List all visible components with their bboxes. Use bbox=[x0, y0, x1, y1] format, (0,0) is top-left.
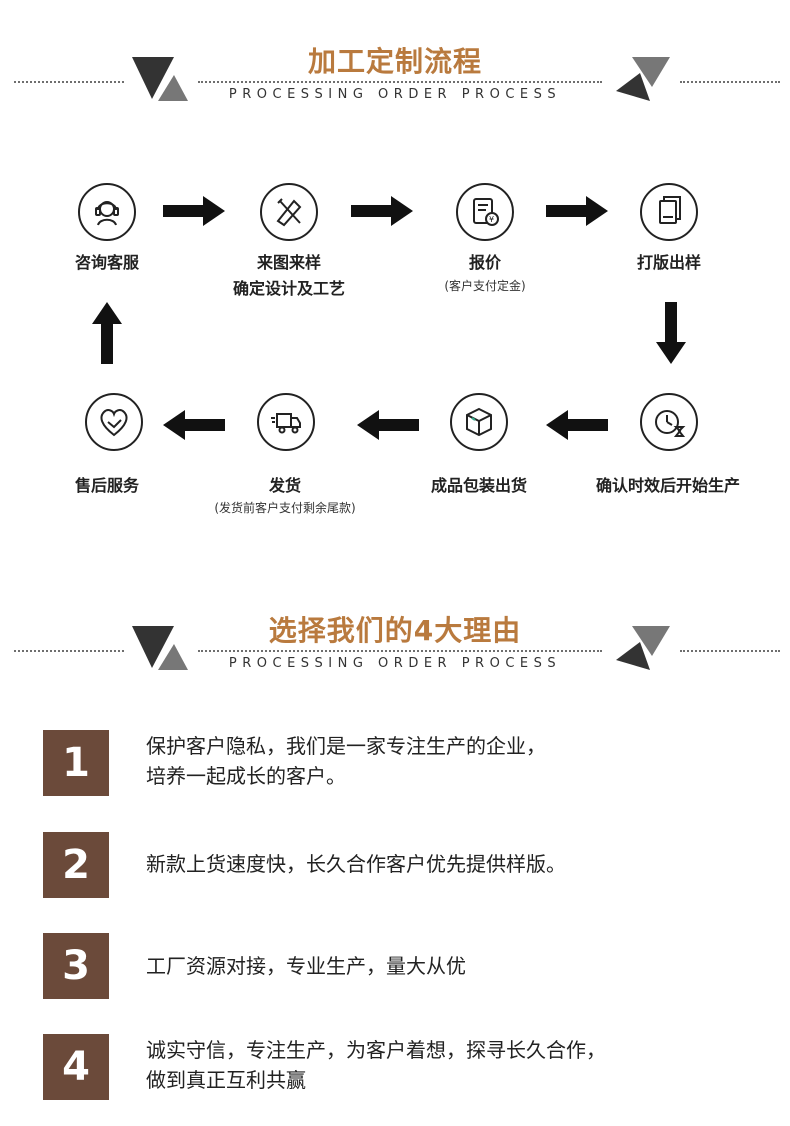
step-label-design: 来图来样 bbox=[256, 253, 321, 272]
header-dots-center-left bbox=[198, 81, 602, 83]
step-note-quote: (客户支付定金) bbox=[444, 279, 526, 293]
step-label-ship: 发货 bbox=[268, 476, 301, 495]
design-tools-icon bbox=[260, 183, 318, 241]
reason-text-3: 工厂资源对接，专业生产，量大从优 bbox=[146, 951, 746, 981]
section-title-reasons: 选择我们的4大理由 bbox=[268, 614, 522, 647]
reason-text-1: 保护客户隐私，我们是一家专注生产的企业， 培养一起成长的客户。 bbox=[146, 731, 746, 791]
header2-triangle-left bbox=[132, 626, 188, 670]
arrow-right-3 bbox=[546, 196, 608, 226]
arrow-up bbox=[92, 302, 122, 364]
header-dots-left bbox=[14, 81, 124, 83]
reason-text-2: 新款上货速度快，长久合作客户优先提供样版。 bbox=[146, 849, 746, 879]
step-note-ship: (发货前客户支付剩余尾款) bbox=[214, 501, 356, 515]
header-triangle-left bbox=[132, 57, 188, 101]
reason-1-line1: 保护客户隐私，我们是一家专注生产的企业， bbox=[146, 734, 546, 758]
reason-number-1: 1 bbox=[43, 730, 109, 796]
step-label-sample: 打版出样 bbox=[636, 253, 701, 272]
reason-text-4: 诚实守信，专注生产，为客户着想，探寻长久合作， 做到真正互利共赢 bbox=[146, 1035, 746, 1095]
reason-number-4: 4 bbox=[43, 1034, 109, 1100]
delivery-truck-icon bbox=[257, 393, 315, 451]
reason-number-3: 3 bbox=[43, 933, 109, 999]
header2-dots-right bbox=[680, 650, 780, 652]
section-subtitle-process: PROCESSING ORDER PROCESS bbox=[228, 87, 562, 102]
section-title-process: 加工定制流程 bbox=[307, 45, 482, 78]
reason-1-line2: 培养一起成长的客户。 bbox=[146, 764, 346, 788]
quote-document-icon: ¥ bbox=[456, 183, 514, 241]
header2-dots-left bbox=[14, 650, 124, 652]
reason-3-line1: 工厂资源对接，专业生产，量大从优 bbox=[146, 954, 466, 978]
customer-service-icon bbox=[78, 183, 136, 241]
arrow-down bbox=[656, 302, 686, 364]
step-label-production: 确认时效后开始生产 bbox=[595, 476, 740, 495]
reason-4-line2: 做到真正互利共赢 bbox=[146, 1068, 306, 1092]
clock-hourglass-icon bbox=[640, 393, 698, 451]
reason-4-line1: 诚实守信，专注生产，为客户着想，探寻长久合作， bbox=[146, 1038, 606, 1062]
reason-2-line1: 新款上货速度快，长久合作客户优先提供样版。 bbox=[146, 852, 566, 876]
header-dots-right bbox=[680, 81, 780, 83]
arrow-left-3 bbox=[546, 410, 608, 440]
header2-dots-center bbox=[198, 650, 602, 652]
package-box-icon bbox=[450, 393, 508, 451]
arrow-left-1 bbox=[163, 410, 225, 440]
sample-book-icon bbox=[640, 183, 698, 241]
reason-number-2: 2 bbox=[43, 832, 109, 898]
header-triangle-right bbox=[616, 57, 670, 101]
step-label-consult: 咨询客服 bbox=[74, 253, 139, 272]
arrow-right-1 bbox=[163, 196, 225, 226]
step-label-package: 成品包装出货 bbox=[430, 476, 527, 495]
arrow-left-2 bbox=[357, 410, 419, 440]
header2-triangle-right bbox=[616, 626, 670, 670]
step-label-after-sales: 售后服务 bbox=[74, 476, 139, 495]
step-label-design-2: 确定设计及工艺 bbox=[232, 279, 345, 298]
handshake-heart-icon bbox=[85, 393, 143, 451]
section-subtitle-reasons: PROCESSING ORDER PROCESS bbox=[228, 656, 562, 671]
arrow-right-2 bbox=[351, 196, 413, 226]
step-label-quote: 报价 bbox=[468, 253, 501, 272]
svg-text:¥: ¥ bbox=[489, 215, 494, 224]
